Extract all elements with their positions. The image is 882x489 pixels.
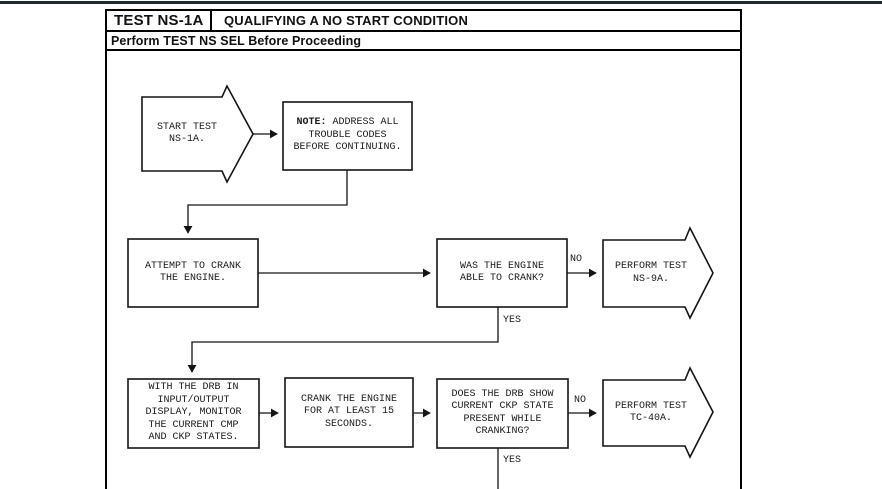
edge-label-yes-1: YES [503,315,522,326]
tc40a-arrow-shape [602,366,714,459]
question2-box [436,378,569,449]
start-arrow-shape [141,84,254,184]
ns9a-arrow-shape [602,226,714,320]
page-top-rule [0,1,882,4]
crank-label: CRANK THE ENGINE FOR AT LEAST 15 SECONDS… [300,393,397,430]
question1-label: WAS THE ENGINE ABLE TO CRANK? [459,260,544,285]
note-text: ADDRESS ALL TROUBLE CODES BEFORE CONTINU… [293,117,402,154]
crank-box [284,377,414,448]
note-label: NOTE: ADDRESS ALL TROUBLE CODES BEFORE C… [285,102,410,170]
question2-label: DOES THE DRB SHOW CURRENT CKP STATE PRES… [451,388,554,438]
test-id-label: TEST NS-1A [114,12,204,29]
edge-label-yes-2: YES [503,455,522,466]
note-prefix: NOTE: [296,117,327,129]
test-id-box: TEST NS-1A [107,11,212,30]
connector-note-to-attempt [183,170,348,234]
drb-box [127,378,260,449]
drb-label: WITH THE DRB IN INPUT/OUTPUT DISPLAY, MO… [145,382,242,444]
edge-label-no-2: NO [574,395,587,406]
chart-subtitle: Perform TEST NS SEL Before Proceeding [107,32,740,51]
chart-title: QUALIFYING A NO START CONDITION [224,13,469,28]
note-box [282,101,413,171]
attempt-box [127,238,259,308]
question1-box [436,238,568,308]
chart-header-row: TEST NS-1A QUALIFYING A NO START CONDITI… [107,11,740,32]
ns9a-label: PERFORM TEST NS-9A. [614,261,687,285]
start-label: START TEST NS-1A. [156,121,217,146]
connector-question1-yes [187,307,499,373]
attempt-label: ATTEMPT TO CRANK THE ENGINE. [144,260,241,285]
tc40a-label: PERFORM TEST TC-40A. [614,400,687,425]
edge-label-no-1: NO [570,254,583,265]
